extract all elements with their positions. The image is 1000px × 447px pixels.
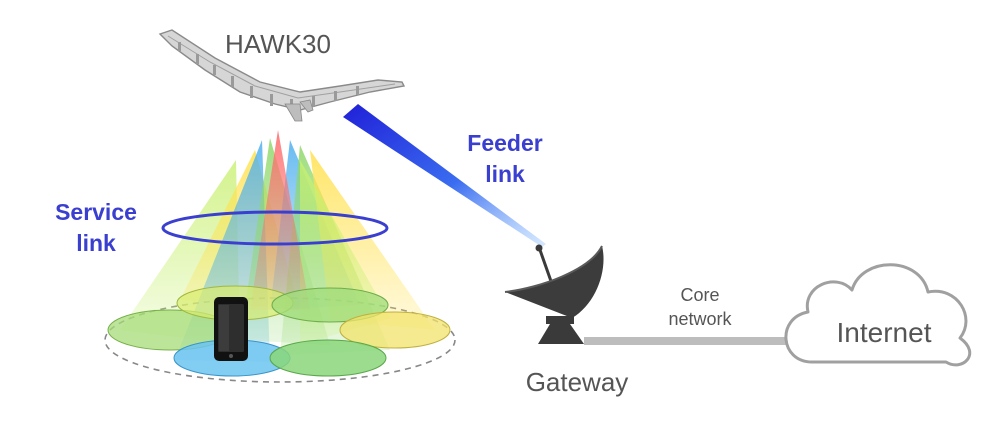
satellite-dish-icon [504, 244, 604, 344]
beam-cone [250, 130, 310, 310]
beam-footprint [339, 311, 451, 349]
hawk30-aircraft-icon [158, 29, 406, 122]
service-link-label-line1: Service [55, 199, 137, 225]
smartphone-icon [214, 297, 248, 361]
beam-footprint [271, 287, 389, 323]
core-network-label-line2: network [668, 309, 732, 329]
feeder-link-beam [343, 104, 546, 247]
coverage-area-outline [104, 297, 456, 383]
service-beams [104, 130, 456, 383]
cloud-icon [784, 263, 972, 367]
feeder-link-label-line1: Feeder [467, 130, 542, 156]
beam-footprint [269, 339, 387, 377]
service-link-label-line2: link [76, 230, 116, 256]
core-network-link [584, 337, 796, 345]
internet-label: Internet [837, 317, 932, 348]
aircraft-label: HAWK30 [225, 29, 331, 59]
gateway-label: Gateway [526, 367, 629, 397]
feeder-link-label-line2: link [485, 161, 525, 187]
service-link-ring [161, 210, 389, 246]
core-network-label-line1: Core [680, 285, 719, 305]
